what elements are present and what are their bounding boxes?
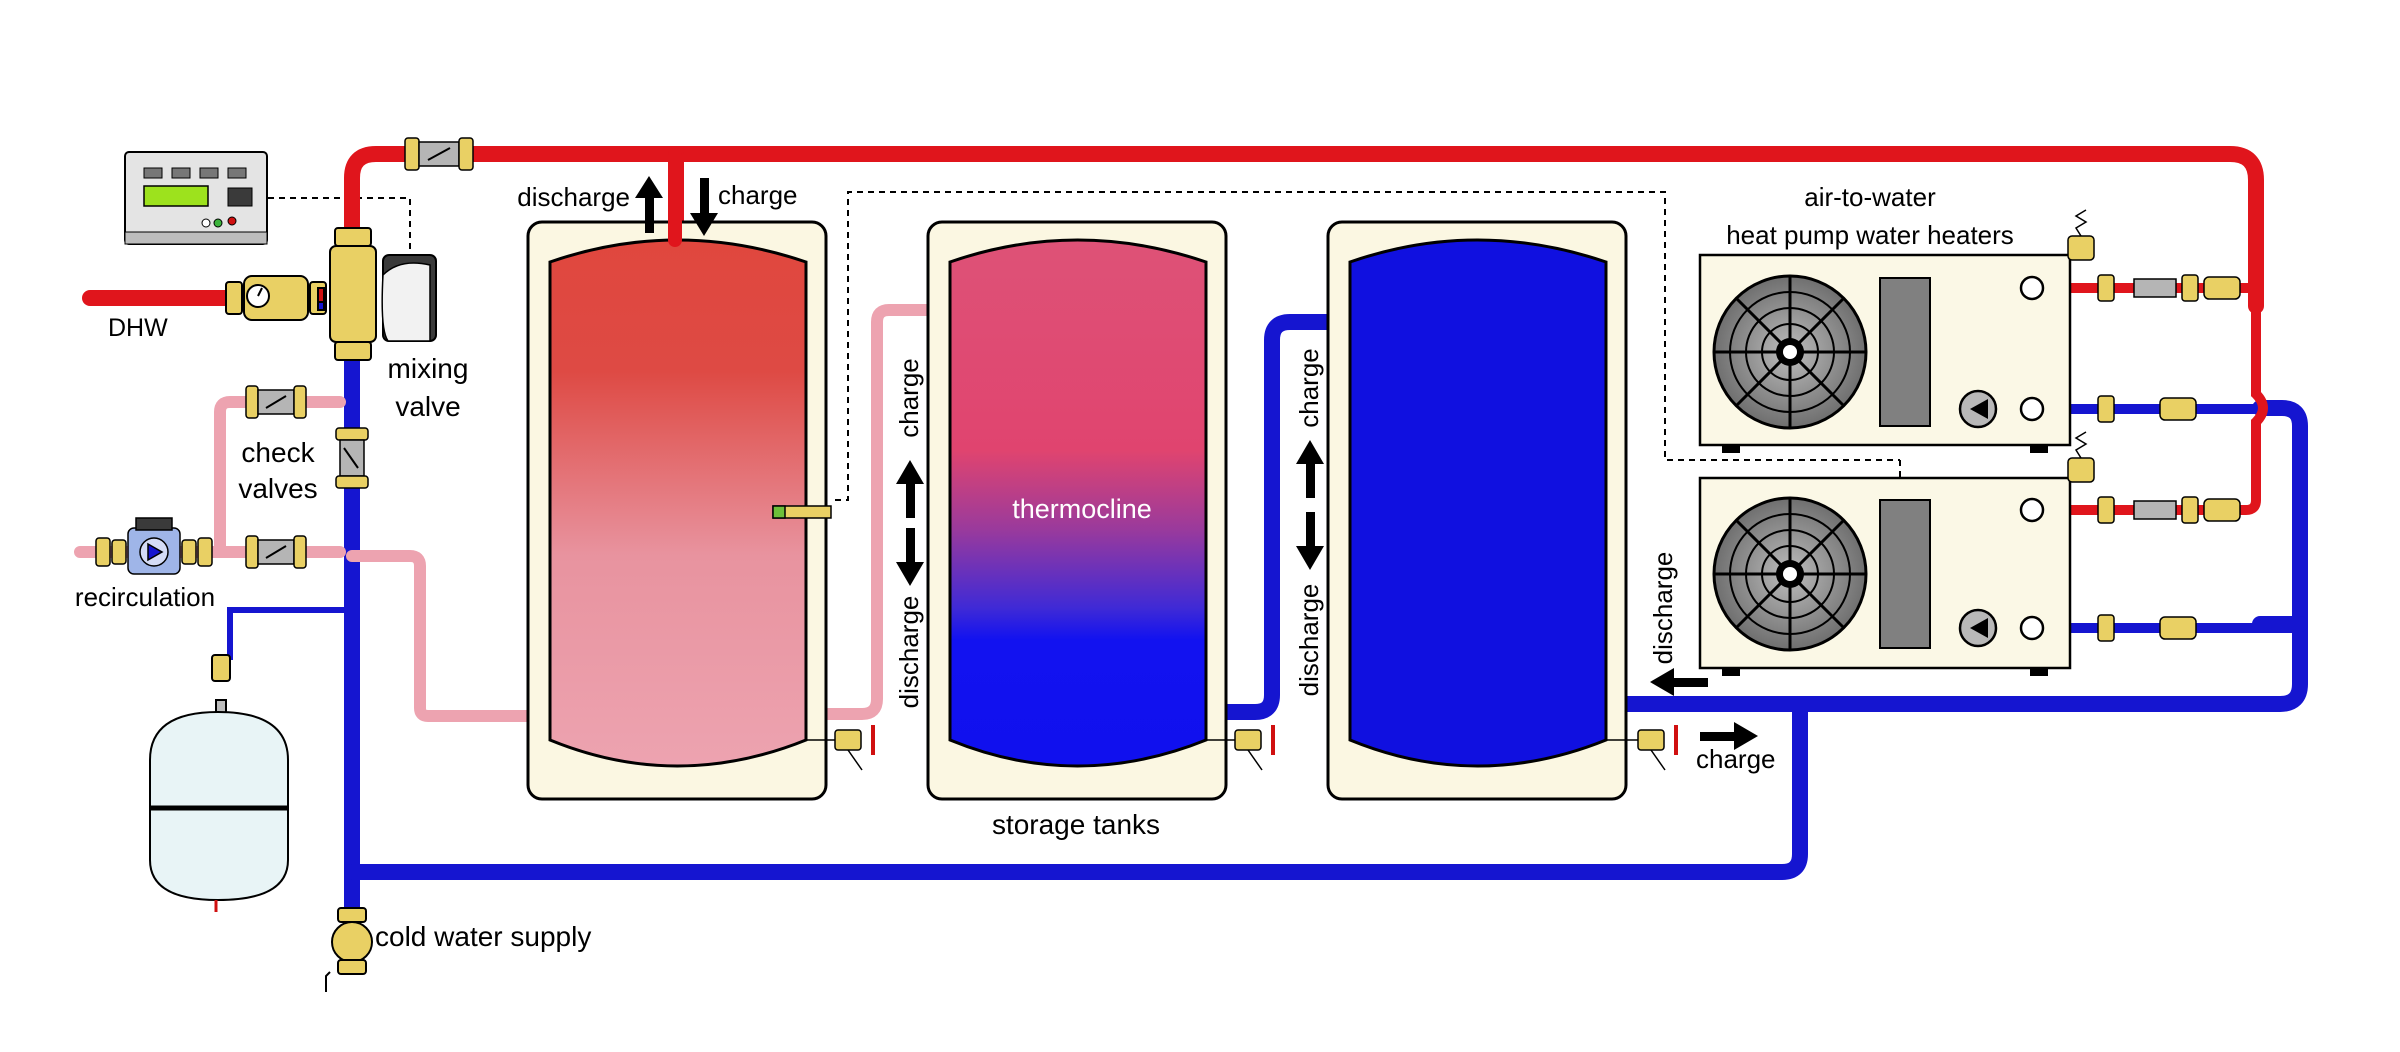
heat-pump-label-2: heat pump water heaters <box>1726 220 2014 250</box>
discharge-label-2: discharge <box>1294 584 1324 697</box>
controller-icon <box>124 151 268 245</box>
relief-spring-icon <box>2074 209 2088 237</box>
thermocline-label: thermocline <box>1012 494 1152 524</box>
heat-pump-label: air-to-water <box>1804 182 1936 212</box>
discharge-label-top: discharge <box>517 182 630 212</box>
dhw-label: DHW <box>108 314 168 342</box>
storage-tank-3 <box>1326 220 1628 801</box>
cold-supply-valve-icon <box>325 907 373 992</box>
relief-spring-icon <box>2074 431 2088 459</box>
heat-pump-1 <box>1698 253 2072 453</box>
recirculation-pump-icon <box>95 517 213 575</box>
check-valve-icon <box>335 427 369 489</box>
heat-pump-2 <box>1698 476 2072 676</box>
check-valves-label: check <box>241 437 315 468</box>
expansion-tank-line <box>227 607 350 660</box>
mixing-valve-label: mixing <box>388 353 469 384</box>
drain-valve-icon <box>1206 725 1275 771</box>
check-valve-icon <box>245 535 307 569</box>
charge-label-top: charge <box>718 180 798 210</box>
charge-label-1: charge <box>894 358 924 438</box>
relief-valve-icon <box>2067 235 2095 261</box>
mixing-valve-actuator-icon <box>381 254 437 342</box>
recirculation-label: recirculation <box>75 582 215 612</box>
drain-valve-icon <box>806 725 875 771</box>
cold-water-supply-label: cold water supply <box>375 921 591 952</box>
discharge-label-1: discharge <box>894 596 924 709</box>
expansion-tank-icon <box>149 654 289 912</box>
relief-valve-icon <box>2067 457 2095 483</box>
check-valve-icon <box>245 385 307 419</box>
heat-pump-fittings <box>2067 235 2241 642</box>
charge-label-2: charge <box>1294 348 1324 428</box>
charge-label-3: charge <box>1696 744 1776 774</box>
mixing-valve-icon <box>225 227 377 361</box>
storage-tank-2 <box>926 220 1228 801</box>
mixing-valve-label-2: valve <box>395 391 460 422</box>
check-valve-icon <box>404 137 474 171</box>
flow-arrows <box>635 176 1758 750</box>
check-valves-label-2: valves <box>238 473 317 504</box>
drain-valve-icon <box>1606 725 1678 771</box>
discharge-label-3: discharge <box>1648 552 1678 665</box>
storage-tanks-label: storage tanks <box>992 809 1160 840</box>
storage-tank-1 <box>526 148 832 801</box>
